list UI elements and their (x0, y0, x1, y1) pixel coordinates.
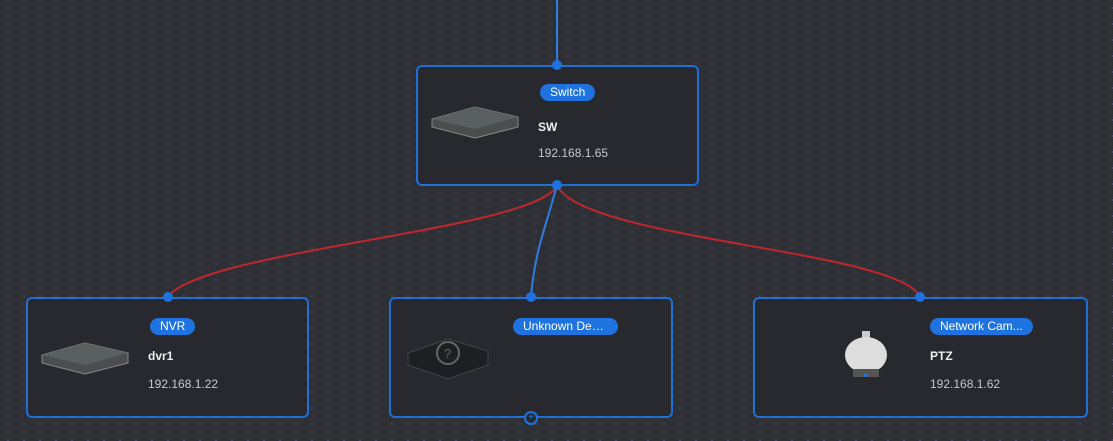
port-top[interactable] (552, 60, 562, 70)
device-ip: 192.168.1.62 (930, 377, 1001, 391)
device-ip: 192.168.1.65 (538, 146, 609, 160)
device-name: dvr1 (148, 349, 174, 363)
node-nvr[interactable]: NVR dvr1 192.168.1.22 (26, 297, 309, 418)
port-bottom[interactable] (552, 180, 562, 190)
nvr-icon (41, 342, 129, 375)
device-ip: 192.168.1.22 (148, 377, 219, 391)
link-switch-nvr[interactable] (167, 184, 558, 298)
unknown-device-icon: ? (407, 338, 489, 380)
link-switch-camera[interactable] (556, 184, 921, 298)
node-switch[interactable]: Switch SW 192.168.1.65 (416, 65, 699, 186)
device-type-badge: Switch (540, 84, 596, 101)
device-name: SW (538, 120, 558, 134)
node-unknown[interactable]: ? Unknown Device (389, 297, 673, 418)
device-type-badge: Unknown Device (513, 318, 618, 335)
port-top[interactable] (915, 292, 925, 302)
switch-icon (431, 106, 519, 139)
device-name: PTZ (930, 349, 953, 363)
expand-plus-icon[interactable]: + (524, 411, 538, 425)
device-type-badge: NVR (150, 318, 196, 335)
svg-text:?: ? (444, 346, 451, 361)
port-top[interactable] (526, 292, 536, 302)
ptz-camera-icon (845, 331, 887, 377)
link-switch-unknown[interactable] (530, 184, 558, 298)
port-top[interactable] (163, 292, 173, 302)
device-type-badge: Network Cam... (930, 318, 1033, 335)
node-camera[interactable]: Network Cam... PTZ 192.168.1.62 (753, 297, 1088, 418)
